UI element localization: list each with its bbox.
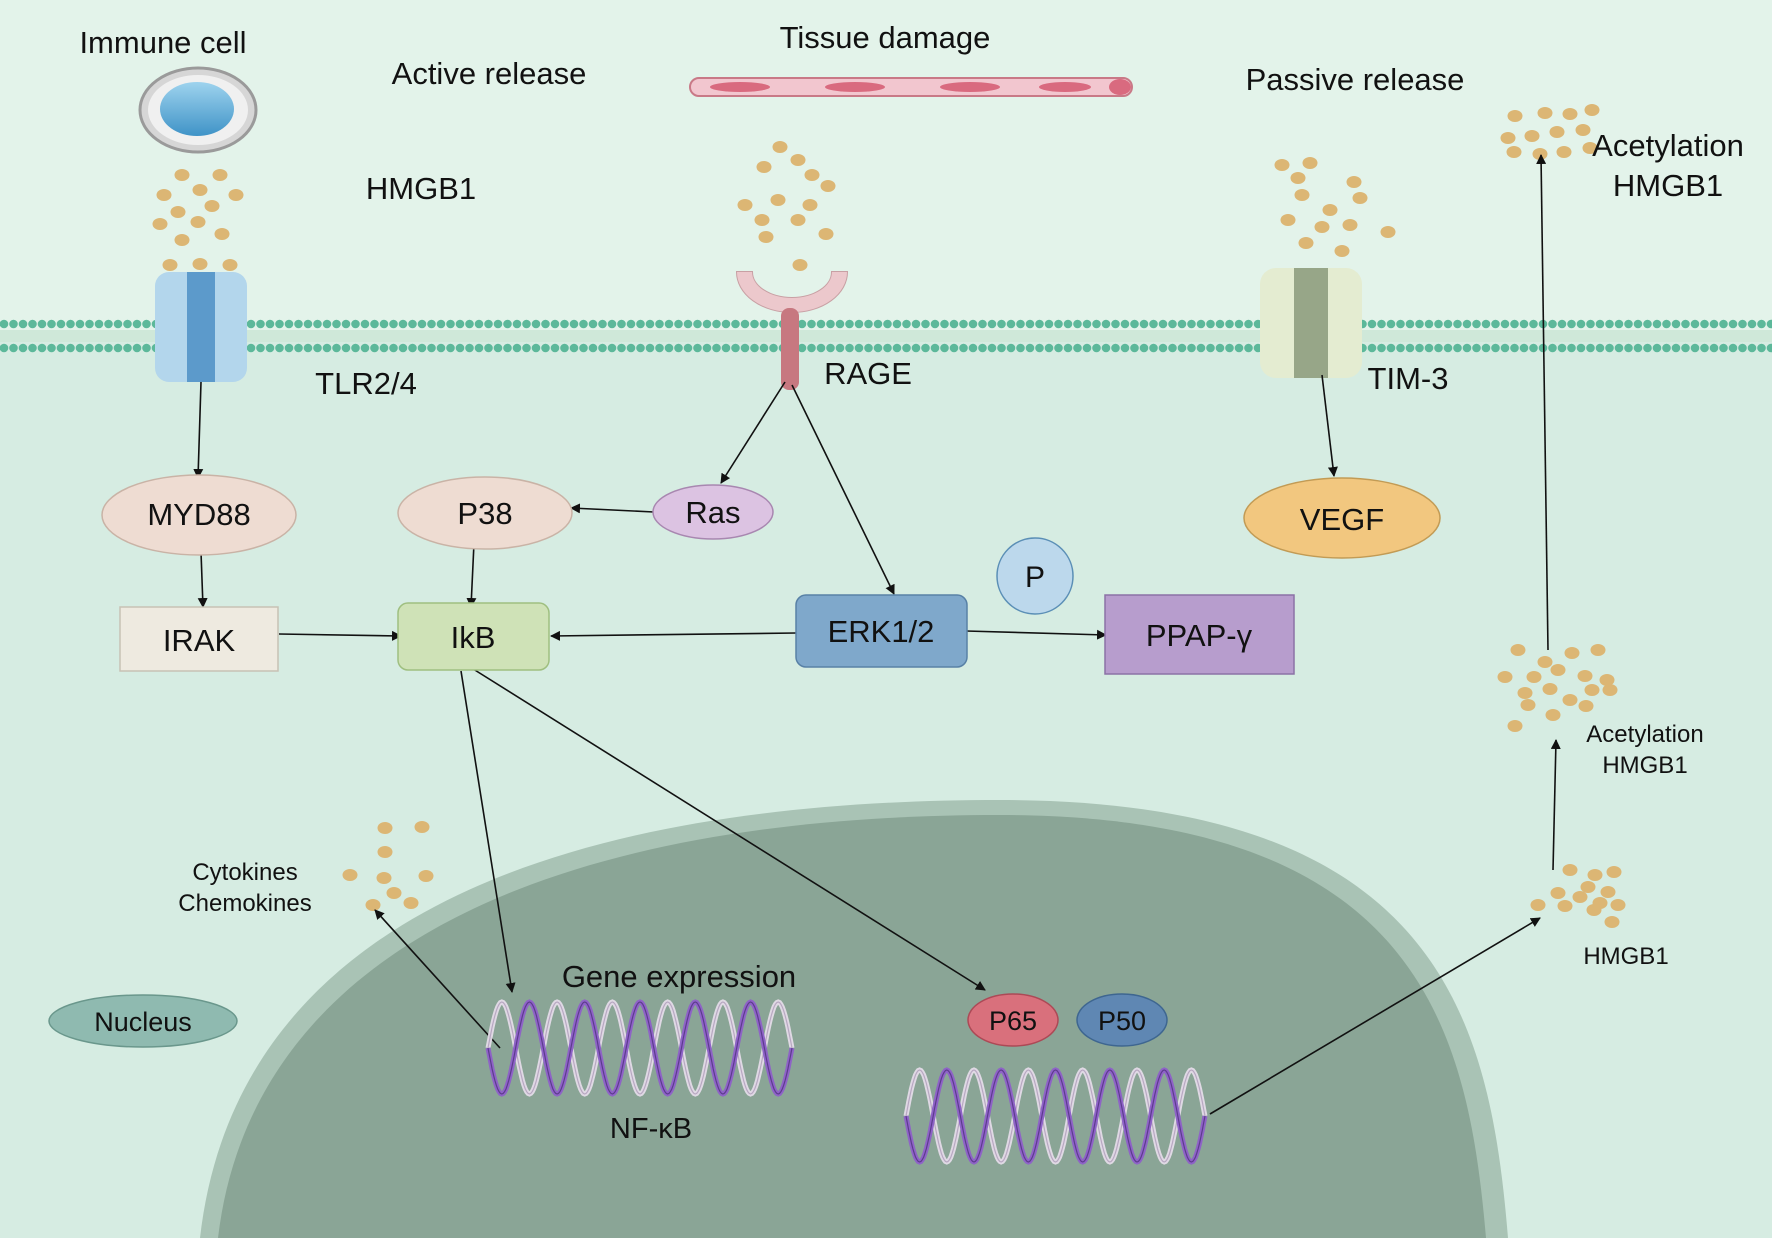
- hmgb1-dots-acetylated-mid: [1497, 644, 1618, 732]
- arrow-ikb-to-gene-expression: [460, 670, 516, 993]
- arrow-dna-to-cytokines: [374, 909, 501, 1049]
- irak-node: IRAK: [119, 606, 279, 672]
- pathway-arrows: [193, 154, 1561, 1115]
- cytokine-dots: [342, 821, 434, 911]
- phosphate-label: P: [1025, 561, 1045, 594]
- immune-cell-label: Immune cell: [79, 25, 246, 60]
- p65-label: P65: [989, 1006, 1037, 1036]
- ikb-label: IkB: [451, 620, 496, 655]
- arrow-ikb-to-p65: [469, 666, 986, 991]
- erk-node: ERK1/2: [795, 594, 968, 668]
- p65-node: P65: [967, 993, 1059, 1047]
- hmgb1-nuclear-label: HMGB1: [1583, 943, 1668, 970]
- hmgb1-release-label: HMGB1: [366, 171, 476, 206]
- erk-label: ERK1/2: [828, 614, 935, 649]
- nucleus-badge-label: Nucleus: [94, 1007, 192, 1037]
- tim-3-receptor: [1260, 268, 1362, 378]
- arrow-rage-to-ras: [720, 381, 786, 484]
- p50-node: P50: [1076, 993, 1168, 1047]
- extracellular-space: [0, 0, 1772, 340]
- active-release-label: Active release: [392, 56, 587, 91]
- p50-label: P50: [1098, 1006, 1146, 1036]
- ikb-node: IkB: [397, 602, 550, 671]
- rage-receptor: [735, 271, 849, 390]
- hmgb1-particles: [152, 104, 1626, 928]
- vegf-label: VEGF: [1300, 502, 1384, 537]
- tlr2-4-receptor: [155, 272, 247, 382]
- arrow-erk-to-ikb: [550, 630, 797, 641]
- arrow-tlr-to-myd88: [193, 381, 204, 479]
- myd88-label: MYD88: [147, 497, 250, 532]
- immune-cell: [138, 66, 258, 154]
- p38-label: P38: [457, 496, 512, 531]
- hmgb1-dots-tim3: [1274, 157, 1396, 257]
- tlr2-4-label: TLR2/4: [315, 366, 417, 401]
- hmgb1-dots-tissue: [737, 141, 836, 271]
- vegf-node: VEGF: [1243, 477, 1441, 559]
- acetylation-hmgb1-mid-line2: HMGB1: [1602, 752, 1687, 779]
- arrow-tim3-to-vegf: [1321, 374, 1338, 477]
- arrow-irak-to-ikb: [278, 630, 402, 641]
- phosphate-node: P: [996, 537, 1074, 615]
- arrow-hmgb1-to-acetylation: [1550, 739, 1561, 871]
- dna-helix-nf-kb: [485, 999, 795, 1097]
- gene-expression-label: Gene expression: [562, 959, 796, 994]
- dna-helix-right: [903, 1067, 1208, 1165]
- rage-label: RAGE: [824, 356, 912, 391]
- acetylation-hmgb1-mid-line1: Acetylation: [1586, 721, 1703, 748]
- acetylation-hmgb1-top-line1: Acetylation: [1592, 128, 1744, 163]
- ras-node: Ras: [652, 484, 774, 540]
- cytokines-label: Cytokines: [192, 859, 297, 886]
- tissue-damage-label: Tissue damage: [780, 20, 991, 55]
- p38-node: P38: [397, 476, 573, 550]
- arrow-myd88-to-irak: [197, 551, 208, 608]
- nf-kb-label: NF-κB: [610, 1113, 692, 1145]
- irak-label: IRAK: [163, 623, 236, 658]
- ras-label: Ras: [685, 495, 740, 530]
- arrow-rage-to-erk: [791, 384, 895, 595]
- arrow-p38-to-ikb: [466, 542, 477, 608]
- acetylation-hmgb1-top-line2: HMGB1: [1613, 168, 1723, 203]
- ppap-gamma-node: PPAP-γ: [1104, 594, 1295, 675]
- hmgb1-dots-immune: [152, 169, 244, 271]
- arrow-dna-to-hmgb1: [1209, 917, 1541, 1115]
- cell-membrane: [0, 319, 1772, 353]
- arrow-ras-to-p38: [570, 503, 655, 514]
- passive-release-label: Passive release: [1246, 62, 1465, 97]
- hmgb1-dots-nuclear: [1530, 864, 1626, 928]
- chemokines-label: Chemokines: [178, 890, 311, 917]
- nucleus-badge: Nucleus: [48, 994, 238, 1048]
- tim-3-label: TIM-3: [1368, 361, 1449, 396]
- myd88-node: MYD88: [101, 474, 297, 556]
- nucleus: [200, 800, 1508, 1238]
- ppap-gamma-label: PPAP-γ: [1146, 618, 1253, 653]
- arrow-acetylation-to-release: [1536, 154, 1549, 651]
- arrow-erk-to-ppap: [965, 629, 1107, 640]
- damaged-tissue-fiber: [689, 77, 1133, 97]
